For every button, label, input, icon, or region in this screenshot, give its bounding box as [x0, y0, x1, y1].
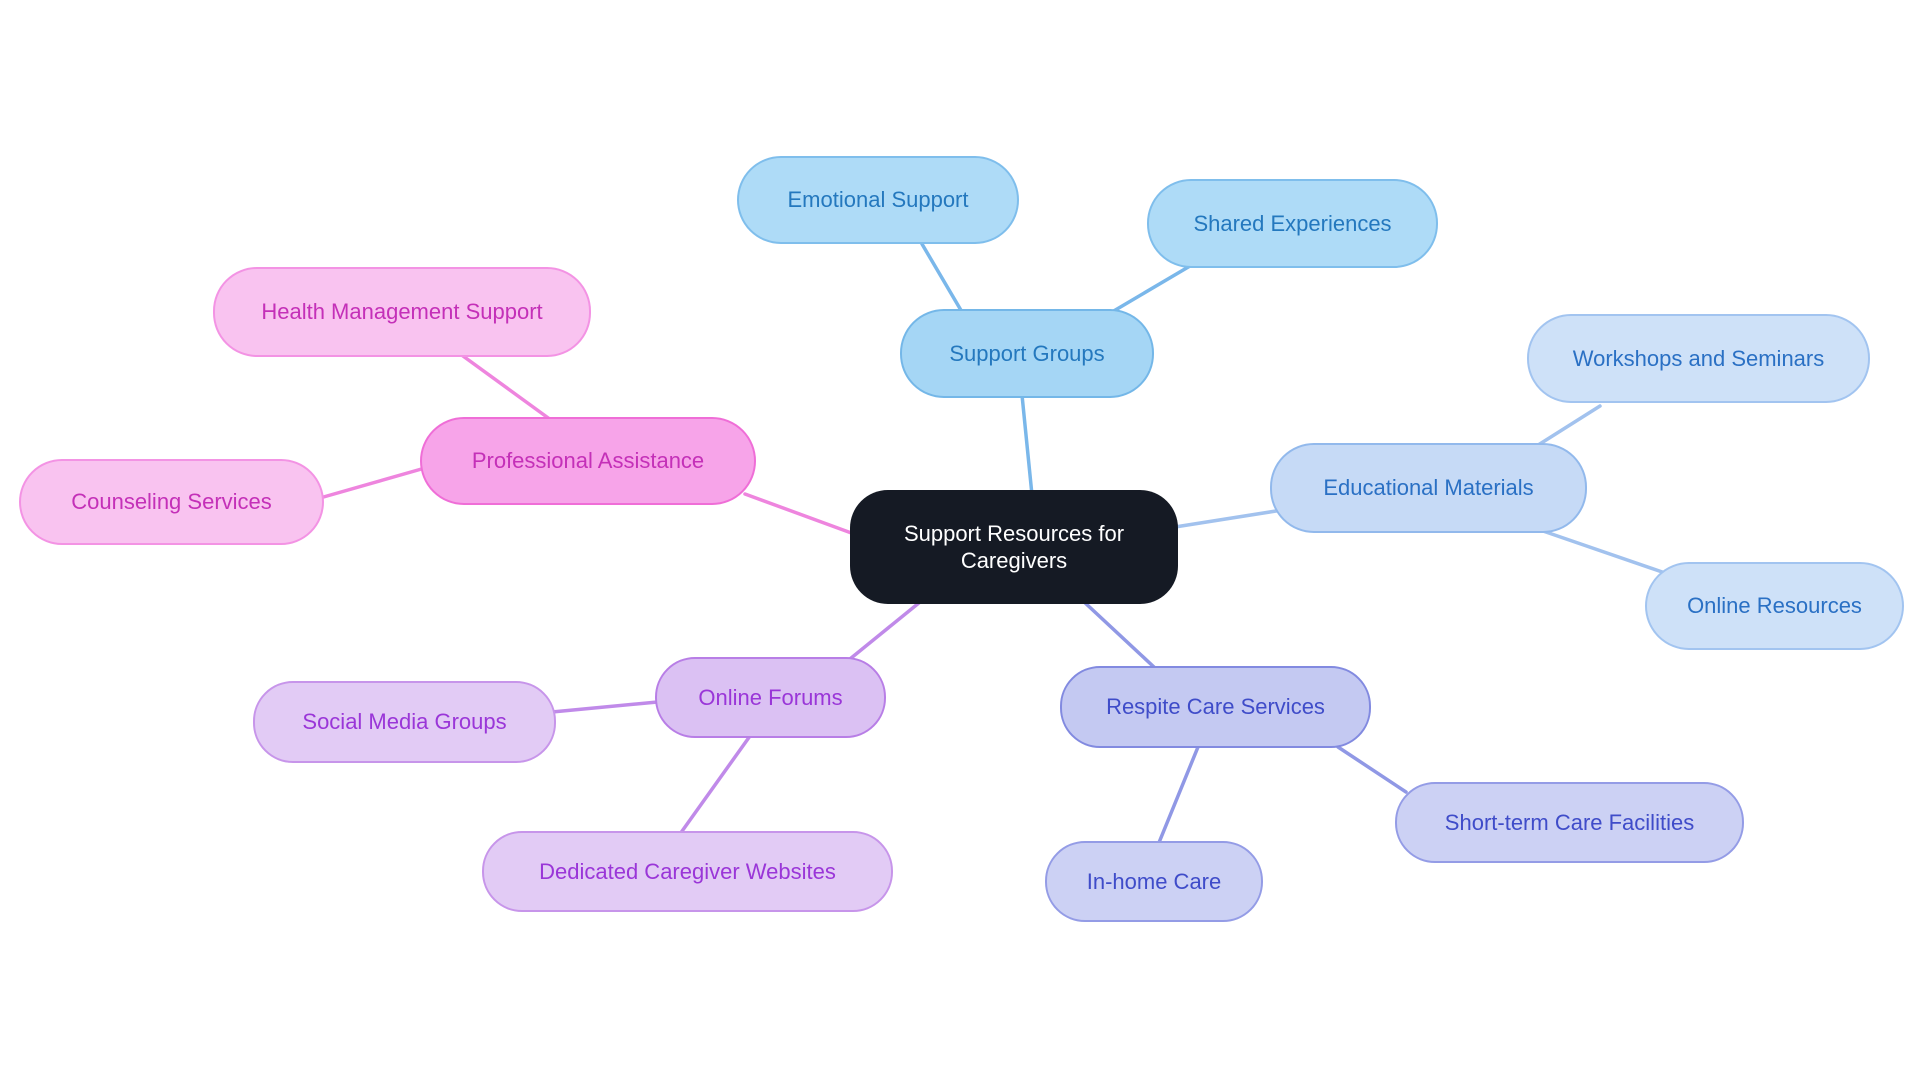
child-node-shared-experiences: Shared Experiences	[1147, 179, 1438, 268]
branch-node-professional-assistance: Professional Assistance	[420, 417, 756, 505]
child-node-social-media-groups: Social Media Groups	[253, 681, 556, 763]
child-node-dedicated-caregiver-websites: Dedicated Caregiver Websites	[482, 831, 893, 912]
branch-node-online-forums: Online Forums	[655, 657, 886, 738]
child-node-counseling-services: Counseling Services	[19, 459, 324, 545]
connector-professional-assistance-counseling	[318, 464, 434, 500]
branch-node-support-groups: Support Groups	[900, 309, 1154, 398]
connector-online-forums-social-media	[550, 699, 670, 714]
child-node-workshops-and-seminars: Workshops and Seminars	[1527, 314, 1870, 403]
root-node-support-resources-for-caregivers: Support Resources for Caregivers	[850, 490, 1178, 604]
child-node-emotional-support: Emotional Support	[737, 156, 1019, 244]
connector-educational-materials-online-resources	[1541, 529, 1670, 576]
connector-respite-care-in-home	[1156, 745, 1200, 847]
connector-educational-materials-workshops	[1533, 404, 1602, 449]
connector-root-support-groups	[1020, 393, 1034, 497]
child-node-in-home-care: In-home Care	[1045, 841, 1263, 922]
child-node-short-term-care-facilities: Short-term Care Facilities	[1395, 782, 1744, 863]
connector-respite-care-short-term	[1336, 745, 1408, 794]
connector-root-online-forums	[843, 596, 927, 665]
child-node-online-resources: Online Resources	[1645, 562, 1904, 650]
connector-support-groups-shared-experiences	[1110, 264, 1192, 314]
branch-node-respite-care-services: Respite Care Services	[1060, 666, 1371, 748]
connector-professional-assistance-health-management	[461, 354, 553, 422]
branch-node-educational-materials: Educational Materials	[1270, 443, 1587, 533]
connector-root-professional-assistance	[743, 492, 867, 540]
connector-support-groups-emotional-support	[920, 242, 964, 314]
connector-online-forums-dedicated-websites	[678, 734, 752, 836]
connector-root-respite-care	[1080, 598, 1157, 670]
child-node-health-management-support: Health Management Support	[213, 267, 591, 357]
